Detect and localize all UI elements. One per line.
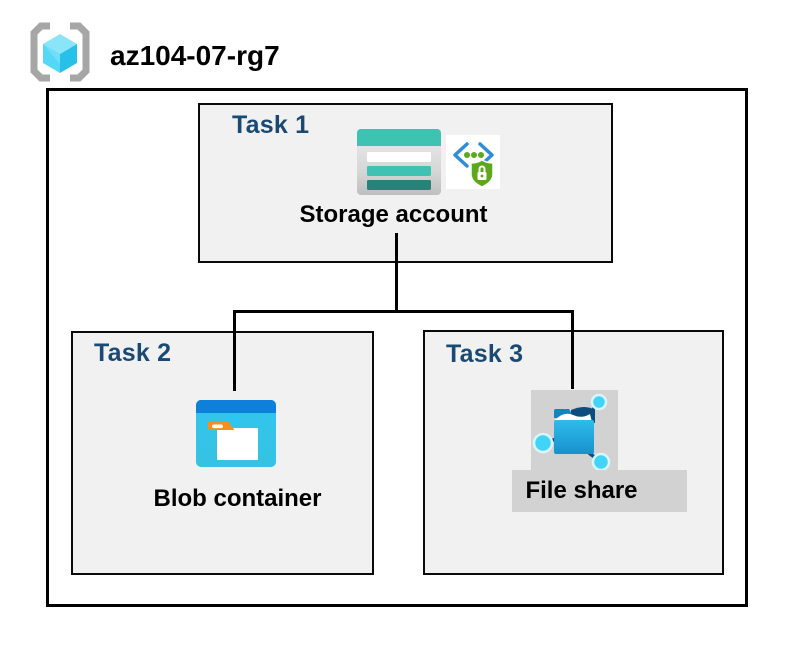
task3-resource-label: File share xyxy=(525,477,638,504)
resource-group-name: az104-07-rg7 xyxy=(110,40,280,71)
task1-label: Task 1 xyxy=(232,111,310,139)
storage-account-icon xyxy=(357,129,441,195)
task1-resource-label: Storage account xyxy=(299,201,488,228)
file-share-icon-backdrop xyxy=(531,390,618,471)
task3-label: Task 3 xyxy=(446,340,524,368)
connector-to-file-share xyxy=(571,310,574,389)
file-share-label-backdrop: File share xyxy=(512,470,687,512)
blob-container-icon xyxy=(196,400,276,467)
resource-group-icon xyxy=(30,22,90,82)
sas-security-icon xyxy=(446,135,500,189)
task2-resource-label: Blob container xyxy=(153,485,322,512)
connector-to-blob-container xyxy=(233,310,236,391)
task2-label: Task 2 xyxy=(94,339,172,367)
task2-box: Task 2 Blob container xyxy=(71,331,374,575)
file-share-icon xyxy=(532,393,611,471)
connector-horizontal xyxy=(233,310,574,313)
connector-storage-stem xyxy=(395,233,398,313)
task1-box: Task 1 xyxy=(198,103,613,263)
